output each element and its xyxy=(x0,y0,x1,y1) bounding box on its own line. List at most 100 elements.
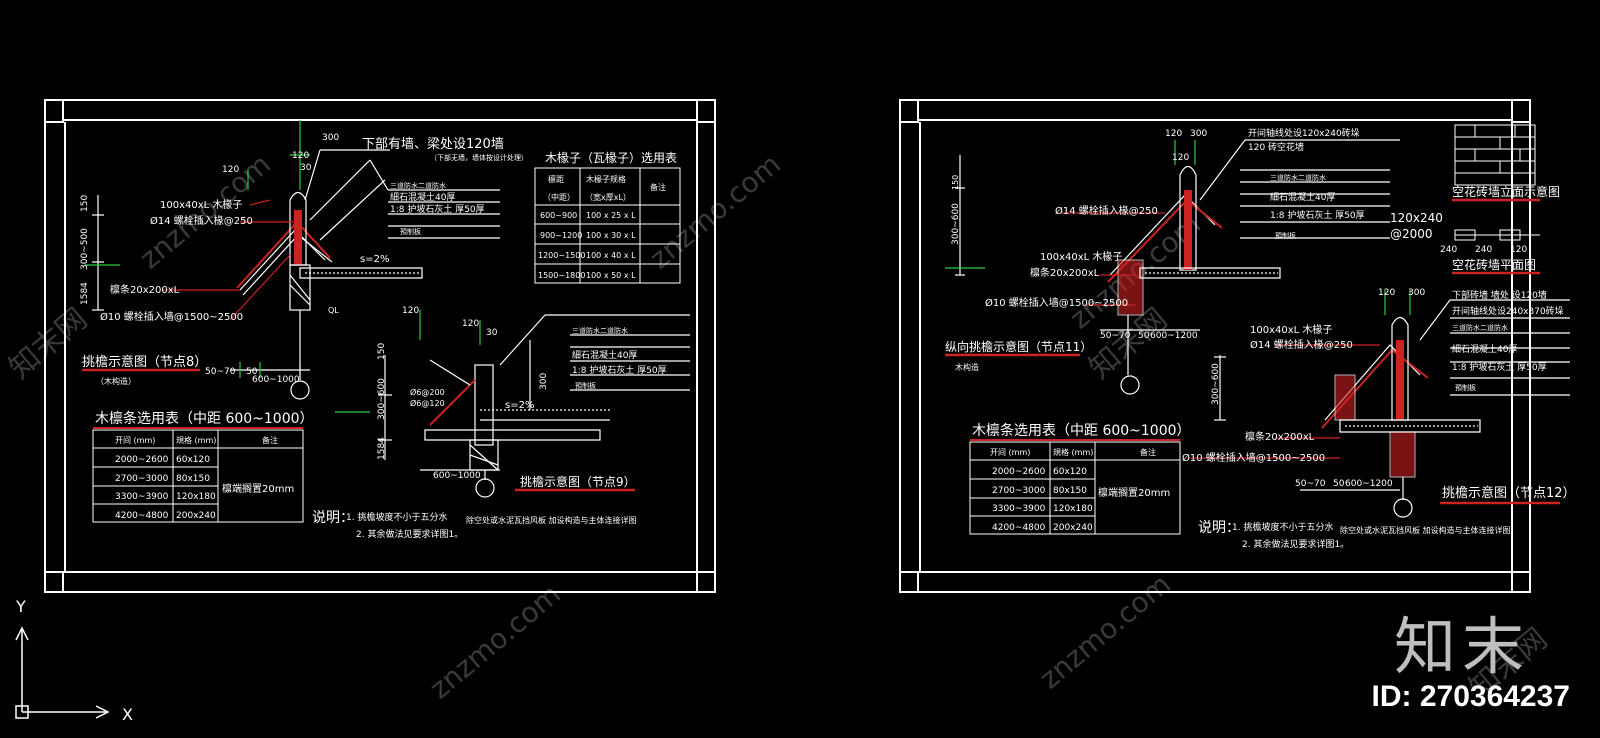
node9-dim-1584: 1584 xyxy=(377,437,387,460)
purlin-table-cell: 80x150 xyxy=(176,474,210,484)
right-note-1: 1. 挑檐坡度不小于五分水 xyxy=(1232,521,1333,533)
node12-dim-120: 120 xyxy=(1378,288,1395,298)
node9-layer-4: 預制板 xyxy=(575,381,596,390)
node11-purlin: 檩条20x200xL xyxy=(1030,266,1100,279)
rafter-table-cell: 100 x 40 x L xyxy=(586,251,636,260)
watermark-cn: 知末网 xyxy=(3,301,94,386)
node9-dim-120: 120 xyxy=(402,306,419,316)
node11-subtitle: 木构造 xyxy=(955,362,979,372)
node9-slope: s=2% xyxy=(505,400,534,411)
rafter-table-title: 木椽子（瓦椽子）选用表 xyxy=(545,151,677,165)
purlin-table-cell: 200x240 xyxy=(1053,523,1093,533)
node11-top1: 开间轴线处设120x240砖垛 xyxy=(1248,127,1360,139)
right-notes-label: 说明： xyxy=(1198,520,1240,536)
node9-bar1: Ø6@200 xyxy=(410,387,445,397)
node12-dim-600-1200: 600~1200 xyxy=(1345,479,1393,489)
node8-rafter-label: 100x40xL 木椽子 xyxy=(160,198,242,211)
node11-layer-1: 三道防水二道防水 xyxy=(1270,173,1326,182)
node8-dim-600-1000: 600~1000 xyxy=(252,375,300,385)
purlin-table-header: 备注 xyxy=(1140,447,1156,457)
node8-dim-120b: 120 xyxy=(222,165,239,175)
node9-layer-3: 1:8 护坡石灰土 厚50厚 xyxy=(572,364,667,376)
purlin-table-cell: 3300~3900 xyxy=(115,492,169,502)
node8-layer-4: 預制板 xyxy=(400,227,421,236)
node8-subtitle: （木构造） xyxy=(96,376,136,386)
node8-title: 挑檐示意图（节点8） xyxy=(82,354,207,370)
node8-layer-1: 三道防水二道防水 xyxy=(390,181,446,190)
node12-dim-300-600: 300~600 xyxy=(1211,363,1221,405)
node8-rod-label: Ø14 螺栓插入椽@250 xyxy=(150,214,253,227)
node12-dim-50-70: 50~70 xyxy=(1295,479,1326,489)
node11-dim-120b: 120 xyxy=(1172,153,1189,163)
watermark-text: znzmo.com xyxy=(1033,567,1177,695)
node11-top2: 120 砖空花墙 xyxy=(1248,141,1304,153)
node9-detail xyxy=(335,310,690,498)
left-notes-label: 说明： xyxy=(312,510,354,526)
left-sheet[interactable]: 下部有墙、梁处设120墙 （下部无墙，墙体按设计处理） 300 120 30 1… xyxy=(44,99,716,593)
purlin-table-cell: 2000~2600 xyxy=(115,455,169,465)
purlin-table-title: 木檩条选用表（中距 600~1000） xyxy=(972,422,1191,439)
node12-dim-300: 300 xyxy=(1408,288,1425,298)
node9-dim: 600~1000 xyxy=(433,471,481,481)
node12-anchor: Ø10 螺栓插入墙@1500~2500 xyxy=(1182,451,1325,464)
node12-detail xyxy=(1190,290,1570,518)
node8-detail xyxy=(82,120,500,400)
node8-slope: s=2% xyxy=(360,254,389,265)
purlin-table-cell: 3300~3900 xyxy=(992,504,1046,514)
ucs-icon xyxy=(15,626,110,719)
right-notes-tail: 除空处或水泥瓦挡风板 加设构造与主体连接详图 xyxy=(1340,525,1511,535)
rafter-table-cell: 1500~1800 xyxy=(538,271,585,280)
node8-dim-150: 150 xyxy=(80,195,90,212)
right-sheet[interactable]: 120 300 120 150 300~600 Ø14 螺栓插入椽@250 10… xyxy=(899,99,1576,593)
purlin-table-cell: 60x120 xyxy=(1053,467,1087,477)
node11-rafter: 100x40xL 木椽子 xyxy=(1040,250,1122,263)
node8-anchor-label: Ø10 螺栓插入墙@1500~2500 xyxy=(100,310,243,323)
purlin-table-cell: 2700~3000 xyxy=(992,486,1046,496)
rafter-table-header: 木椽子规格 xyxy=(586,174,626,184)
node11-dim-600-1200: 600~1200 xyxy=(1150,331,1198,341)
rafter-table-cell: 100 x 25 x L xyxy=(586,211,636,220)
node8-purlin-label: 檩条20x200xL xyxy=(110,283,180,296)
node11-layer-2: 細石混凝土40厚 xyxy=(1270,191,1335,203)
ucs-y-label: Y xyxy=(15,597,26,616)
node12-layer-2: 細石混凝土40厚 xyxy=(1452,343,1517,355)
node8-dim-120: 120 xyxy=(292,151,309,161)
node12-dim-50: 50 xyxy=(1333,479,1345,489)
rafter-table-subheader: （中距） xyxy=(543,192,575,202)
node11-title: 纵向挑檐示意图（节点11） xyxy=(945,339,1092,354)
purlin-table-cell: 2000~2600 xyxy=(992,467,1046,477)
node9-layer-2: 細石混凝土40厚 xyxy=(572,349,637,361)
purlin-table-left: 木檩条选用表（中距 600~1000） 开间 (mm) 規格 (mm) 备注 2… xyxy=(92,410,314,523)
node8-top-note: 下部有墙、梁处设120墙 xyxy=(362,137,504,152)
purlin-table-cell: 200x240 xyxy=(176,511,216,521)
brick-pitch: @2000 xyxy=(1390,227,1433,241)
node12-rafter: 100x40xL 木椽子 xyxy=(1250,323,1332,336)
purlin-table-header: 規格 (mm) xyxy=(1053,447,1093,457)
brick-dim: 120x240 xyxy=(1390,211,1443,225)
watermark-text: znzmo.com xyxy=(423,577,567,705)
purlin-table-cell: 120x180 xyxy=(176,492,216,502)
rafter-table-cell: 600~900 xyxy=(540,211,577,220)
node8-layer-2: 細石混凝土40厚 xyxy=(390,191,455,203)
purlin-table-note: 檩端搁置20mm xyxy=(1098,486,1170,499)
purlin-table-header: 开间 (mm) xyxy=(115,436,155,445)
node11-dim-120: 120 xyxy=(1165,129,1182,139)
purlin-table-cell: 80x150 xyxy=(1053,486,1087,496)
node11-dim-150: 150 xyxy=(951,175,960,190)
node8-dim-300: 300 xyxy=(322,133,339,143)
node11-layer-4: 預制板 xyxy=(1275,231,1296,240)
purlin-table-header: 規格 (mm) xyxy=(176,435,216,445)
node8-dim-1584: 1584 xyxy=(80,282,90,305)
node12-top2: 开间轴线处设240x370砖垛 xyxy=(1452,305,1564,317)
rafter-table-subheader: （宽x厚xL） xyxy=(585,192,631,202)
node9-dim-30: 30 xyxy=(486,328,498,338)
node9-dim-120b: 120 xyxy=(462,319,479,329)
purlin-table-right: 木檩条选用表（中距 600~1000） 开间 (mm) 規格 (mm) 备注 2… xyxy=(969,422,1191,535)
node12-rod: Ø14 螺栓插入椽@250 xyxy=(1250,338,1353,351)
node12-purlin: 檩条20x200xL xyxy=(1245,430,1315,443)
node9-bar2: Ø6@120 xyxy=(410,398,445,408)
brick-plan-dim: 240 xyxy=(1475,245,1492,255)
node11-layer-3: 1:8 护坡石灰土 厚50厚 xyxy=(1270,209,1365,221)
node8-dim-300-500: 300~500 xyxy=(80,228,90,270)
